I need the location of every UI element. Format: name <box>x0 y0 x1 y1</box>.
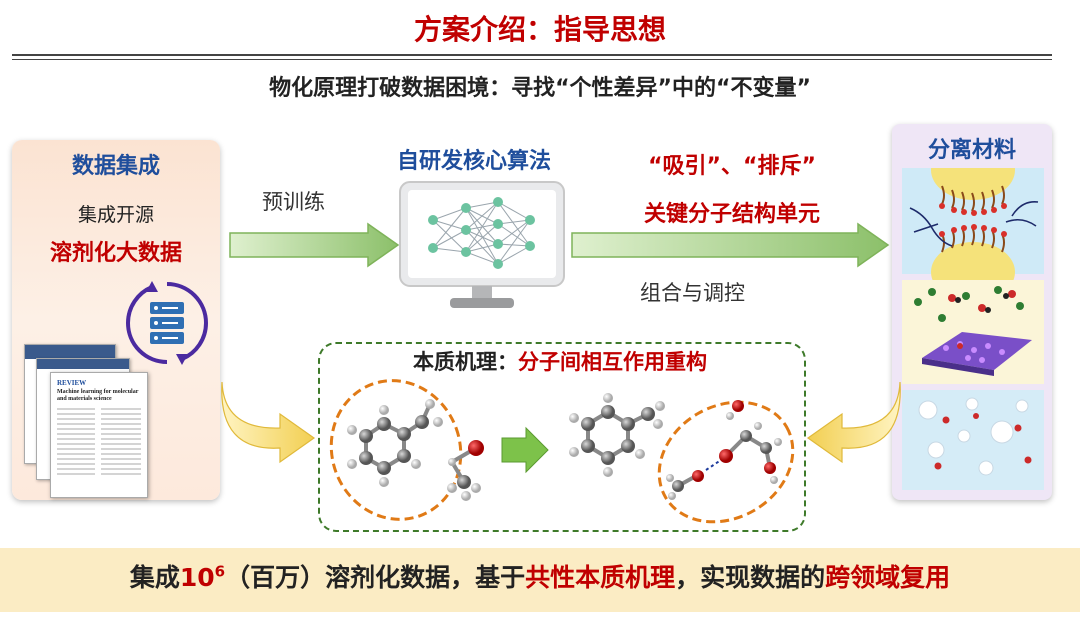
page-title: 方案介绍：指导思想 <box>413 13 666 46</box>
pretrain-label: 预训练 <box>262 190 325 214</box>
summary-part-1: 集成10 <box>129 563 215 592</box>
mechanism-box <box>318 342 806 532</box>
title-divider <box>12 54 1052 56</box>
molecule-illustration <box>329 379 795 524</box>
summary-part-4: ，实现数据的 <box>675 563 826 592</box>
key-structure-unit-label: 关键分子结构单元 <box>643 202 820 227</box>
summary-number: 10 <box>179 563 215 592</box>
mechanism-title-highlight: 分子间相互作用重构 <box>518 350 707 374</box>
integrate-open-source-label: 集成开源 <box>77 204 154 226</box>
design-arrow <box>571 222 890 268</box>
summary-part-2: （百万）溶剂化数据，基于 <box>225 563 526 592</box>
summary-highlight-mechanism: 共性本质机理 <box>525 563 676 592</box>
paper-text-lines <box>57 408 141 475</box>
title-divider-thin <box>12 59 1052 60</box>
paper-heading: REVIEW <box>57 379 87 387</box>
summary-banner <box>0 548 1080 612</box>
solvation-big-data-label: 溶剂化大数据 <box>49 241 182 266</box>
summary-text: 集成106（百万）溶剂化数据，基于共性本质机理，实现数据的跨领域复用 <box>0 558 1080 594</box>
separation-materials-title: 分离材料 <box>927 138 1016 163</box>
attract-repel-label: “吸引”、“排斥” <box>648 154 816 179</box>
data-integration-title: 数据集成 <box>71 154 160 179</box>
paper-page-front: REVIEW Machine learning for molecular an… <box>50 372 148 498</box>
neural-network-monitor-icon <box>399 181 565 308</box>
summary-exponent: 6 <box>214 562 226 581</box>
combine-regulate-label: 组合与调控 <box>640 281 745 305</box>
mechanism-title-prefix: 本质机理： <box>413 350 518 374</box>
page-subtitle: 物化原理打破数据困境：寻找“个性差异”中的“不变量” <box>269 76 811 101</box>
right-curved-arrow <box>806 381 901 464</box>
separation-materials-illustration <box>902 168 1044 490</box>
pretrain-arrow <box>229 222 400 268</box>
paper-title: Machine learning for molecular and mater… <box>57 389 139 402</box>
core-algorithm-title: 自研发核心算法 <box>396 149 551 174</box>
database-sync-icon <box>126 281 208 365</box>
mechanism-title: 本质机理：分子间相互作用重构 <box>318 346 802 376</box>
summary-highlight-reuse: 跨领域复用 <box>825 563 951 592</box>
left-curved-arrow <box>221 381 316 464</box>
